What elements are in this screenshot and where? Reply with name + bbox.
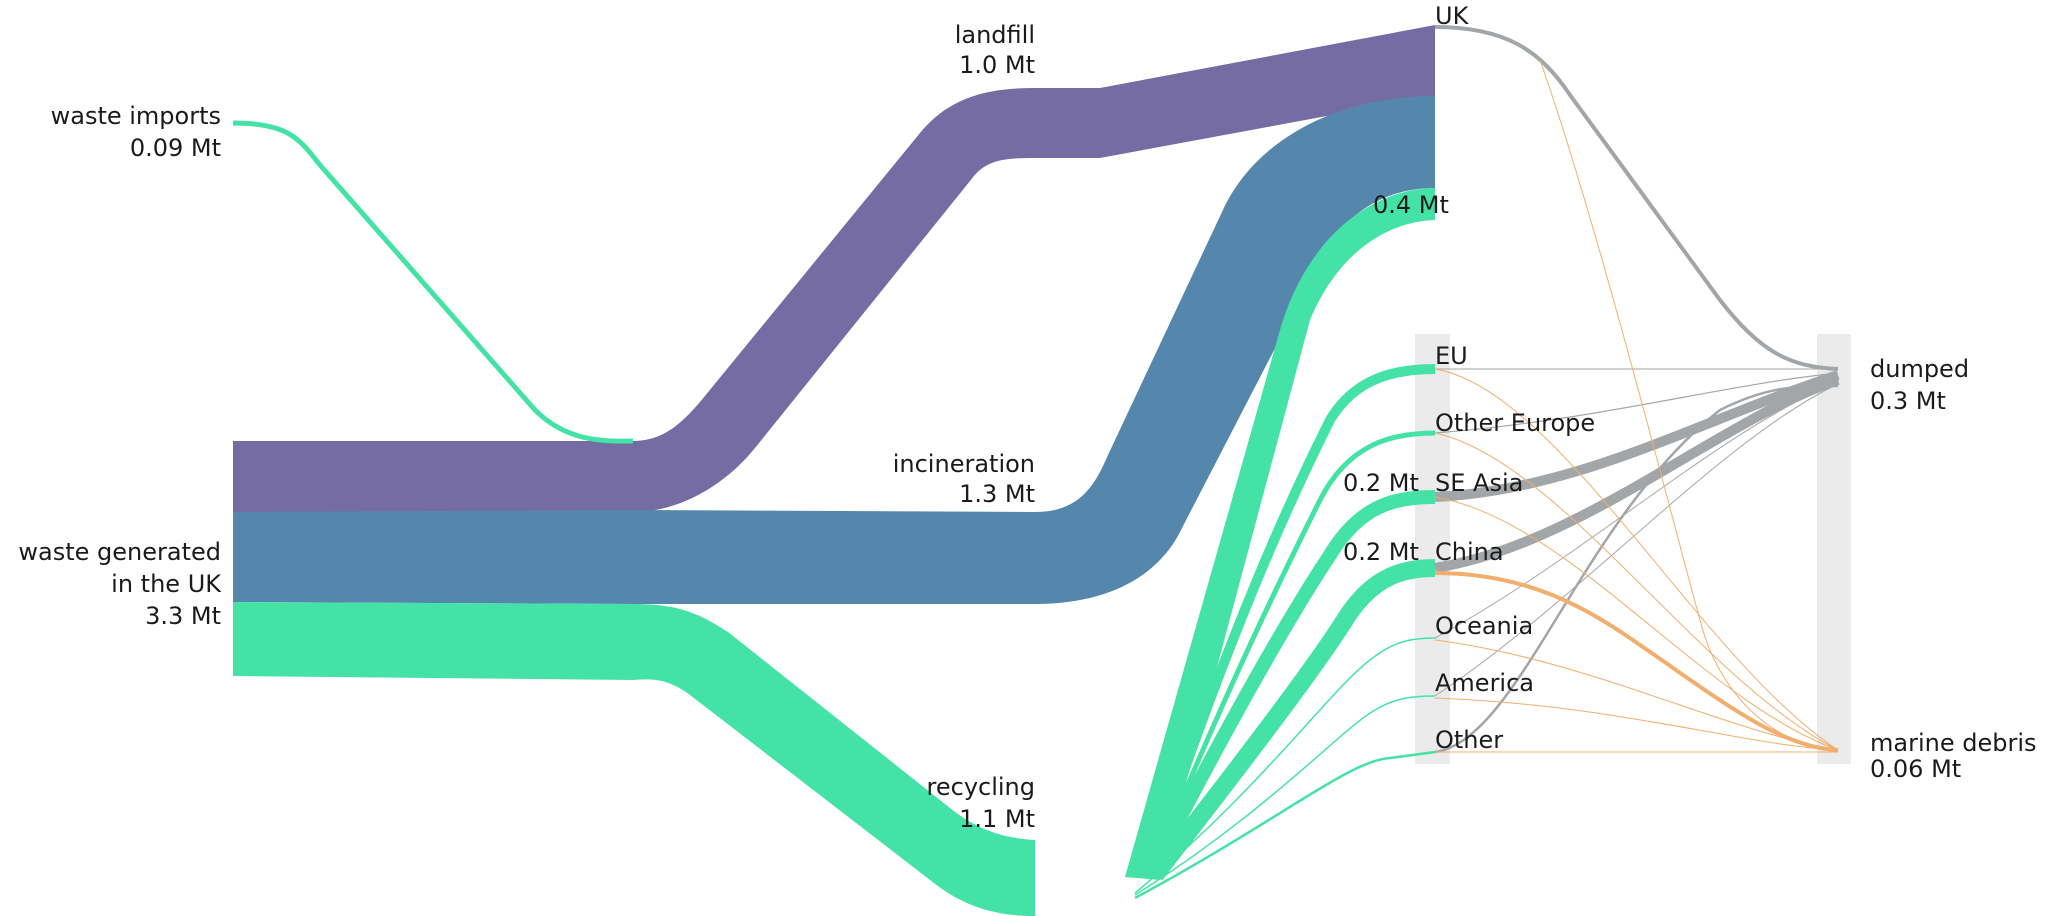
waste-generated-label-line2: in the UK <box>111 570 222 598</box>
se-asia-dumped-flow <box>1434 370 1840 502</box>
incineration-value: 1.3 Mt <box>959 480 1035 508</box>
waste-imports-label: waste imports <box>51 102 221 130</box>
uk-value: 0.4 Mt <box>1373 191 1449 219</box>
eu-label: EU <box>1435 342 1468 370</box>
recycling-main-flow <box>633 604 1035 916</box>
recycling-eu-flow <box>1145 364 1436 872</box>
oceania-dumped-flow <box>1434 381 1839 639</box>
recycling-label: recycling <box>927 773 1035 801</box>
landfill-uk-flow <box>1035 25 1435 158</box>
incineration-uk-flow <box>1035 96 1435 604</box>
other-label: Other <box>1435 726 1503 754</box>
marine-debris-label: marine debris <box>1870 729 2037 757</box>
uk-marine-flow <box>1539 59 1839 751</box>
eu-marine-flow <box>1434 368 1839 751</box>
other-europe-label: Other Europe <box>1435 409 1595 437</box>
generated-recycling-segment <box>233 602 633 680</box>
oceania-marine-flow <box>1434 639 1839 751</box>
china-label: China <box>1435 538 1504 566</box>
dumped-value: 0.3 Mt <box>1870 387 1946 415</box>
generated-landfill-segment <box>233 441 633 512</box>
dumped-node-bar <box>1817 334 1851 764</box>
marine-debris-value: 0.06 Mt <box>1870 755 1961 783</box>
america-marine-flow <box>1434 697 1839 751</box>
other-dumped-flow <box>1434 384 1839 754</box>
generated-incineration-segment <box>233 510 633 604</box>
se-asia-marine-flow <box>1434 496 1839 751</box>
destinations-node-bar <box>1415 334 1450 764</box>
landfill-value: 1.0 Mt <box>959 51 1035 79</box>
recycling-oceania-flow <box>1134 637 1436 894</box>
china-marine-flow <box>1434 571 1839 752</box>
oceania-label: Oceania <box>1435 612 1533 640</box>
waste-generated-label-line1: waste generated <box>18 538 221 566</box>
china-value: 0.2 Mt <box>1343 538 1419 566</box>
waste-generated-value: 3.3 Mt <box>145 602 221 630</box>
landfill-flow <box>633 88 1035 512</box>
america-dumped-flow <box>1434 383 1839 697</box>
recycling-se-asia-flow <box>1145 490 1436 876</box>
se-asia-label: SE Asia <box>1435 469 1523 497</box>
recycling-value: 1.1 Mt <box>959 805 1035 833</box>
incineration-main-flow <box>633 510 1035 604</box>
recycling-other-flow <box>1134 750 1436 900</box>
uk-label: UK <box>1435 2 1470 30</box>
other-europe-dumped-flow <box>1434 372 1839 434</box>
america-label: America <box>1435 669 1534 697</box>
recycling-china-flow <box>1147 559 1436 881</box>
se-asia-value: 0.2 Mt <box>1343 469 1419 497</box>
recycling-other-europe-flow <box>1147 430 1436 876</box>
imports-flow <box>232 120 634 444</box>
dumped-label: dumped <box>1870 355 1969 383</box>
uk-dumped-flow <box>1434 25 1839 371</box>
incineration-label: incineration <box>893 450 1035 478</box>
recycling-america-flow <box>1134 695 1436 896</box>
landfill-label: landfill <box>955 21 1035 49</box>
other-europe-marine-flow <box>1434 432 1839 751</box>
waste-imports-value: 0.09 Mt <box>130 134 221 162</box>
china-dumped-flow <box>1434 375 1840 573</box>
